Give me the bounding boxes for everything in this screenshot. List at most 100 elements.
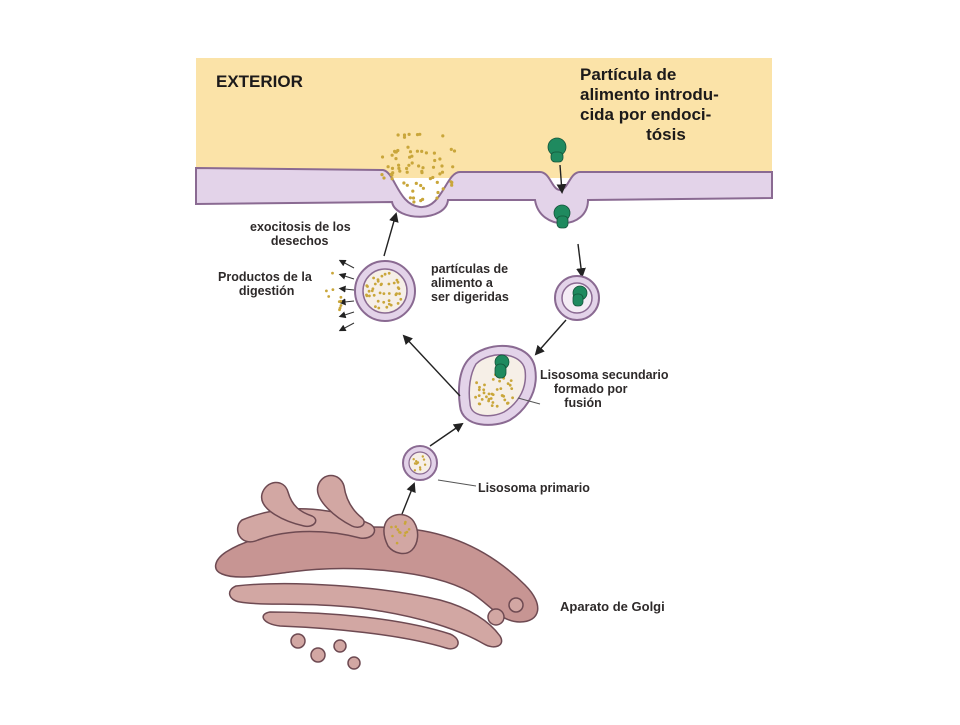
granule [398, 169, 402, 173]
granule [490, 404, 494, 407]
granule [477, 388, 481, 392]
granule [382, 292, 386, 295]
exterior-region [196, 58, 772, 178]
granule [440, 164, 444, 168]
leader-primary [437, 479, 477, 487]
granule [412, 200, 416, 204]
granule [412, 458, 415, 461]
granule [405, 183, 409, 187]
granule [483, 383, 486, 387]
granule [417, 164, 421, 168]
granule [396, 133, 400, 137]
granule [428, 177, 432, 181]
arrow-primary-to-secondary [429, 422, 464, 447]
granule [396, 528, 400, 532]
granule [390, 173, 394, 177]
granule [408, 196, 412, 200]
granule [396, 302, 400, 305]
granule [450, 180, 454, 185]
granule [421, 186, 425, 190]
granule [413, 462, 417, 465]
granule [438, 172, 442, 176]
granule [415, 133, 420, 137]
granule [441, 187, 445, 191]
granule [487, 392, 491, 396]
granule [392, 281, 396, 285]
granule [420, 149, 424, 153]
granule [423, 463, 427, 466]
arrow-to-digestive-vacuole [402, 334, 461, 397]
granule [365, 293, 368, 297]
label-exterior: EXTERIOR [216, 72, 303, 91]
food-particle-entering [547, 137, 567, 163]
arrow-to-exocytosis [383, 212, 399, 257]
granule [396, 286, 400, 289]
granule [372, 293, 376, 297]
granule [386, 165, 390, 169]
granule [404, 531, 407, 535]
granule [390, 177, 394, 181]
granule [452, 149, 457, 153]
granule [399, 297, 403, 301]
primary-lysosome [402, 445, 438, 481]
granule [376, 279, 380, 283]
granule [419, 183, 423, 188]
granule [372, 276, 375, 280]
granule [435, 196, 439, 200]
granule [431, 175, 435, 180]
granule [416, 461, 419, 465]
granule [373, 282, 377, 286]
granule [393, 149, 397, 153]
granule [368, 294, 371, 298]
granule [402, 135, 407, 139]
granule [419, 468, 422, 471]
granule [402, 181, 406, 185]
granule [339, 295, 343, 299]
granule [498, 379, 501, 383]
granule [385, 305, 389, 309]
label-primary-lysosome: Lisosoma primario [478, 481, 590, 495]
granule [338, 308, 341, 312]
granule [414, 181, 418, 185]
granule [395, 292, 398, 295]
product-arrow [338, 298, 355, 306]
granule [509, 379, 513, 382]
granule [387, 292, 391, 295]
granule [480, 398, 484, 401]
granule [408, 150, 413, 154]
granule [380, 155, 385, 159]
granule [406, 145, 410, 149]
granule [327, 295, 331, 298]
granule [407, 163, 411, 167]
granule [374, 305, 377, 308]
granule [411, 196, 416, 200]
granule [482, 391, 486, 395]
granule [376, 299, 380, 303]
granule [510, 387, 514, 390]
granule [337, 300, 341, 303]
granule [478, 402, 482, 406]
arrow-endocytosis-in [556, 164, 567, 194]
granule [365, 284, 369, 288]
granule [402, 133, 407, 137]
granule [387, 282, 391, 286]
label-digestion-products: Productos de la digestión [218, 270, 312, 298]
leader-secondary [517, 397, 541, 405]
granule [506, 401, 509, 405]
granule [396, 280, 400, 284]
product-arrow [338, 259, 355, 269]
granule [387, 271, 391, 275]
granule [398, 292, 401, 296]
granule [389, 303, 393, 307]
granule [387, 299, 391, 302]
granule [451, 165, 455, 169]
granule [421, 166, 425, 170]
granule [405, 170, 409, 174]
granule [436, 190, 440, 195]
arrow-vesicle-down [576, 243, 586, 278]
label-food-particle: Partícula de alimento introdu- cida por … [580, 65, 719, 144]
granule [411, 189, 415, 193]
granule [331, 288, 335, 291]
granule [395, 541, 399, 545]
granule [403, 534, 407, 537]
